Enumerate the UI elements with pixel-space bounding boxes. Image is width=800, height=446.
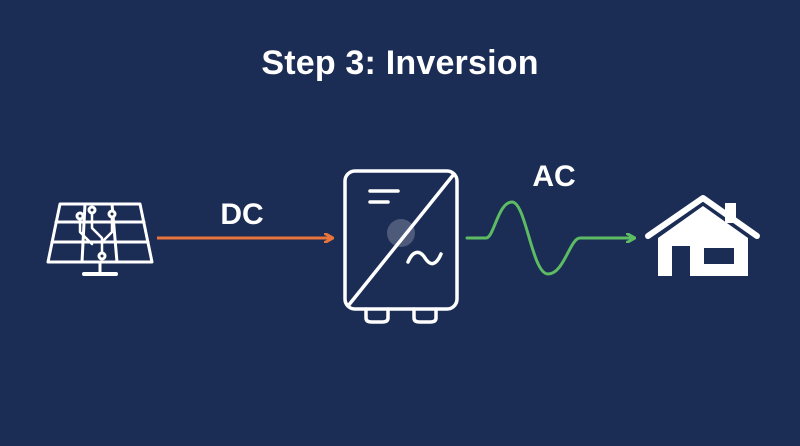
house-icon (645, 195, 760, 276)
solar-panel-icon (46, 202, 154, 276)
inverter-icon (343, 169, 459, 324)
ac-wave-arrow (465, 200, 634, 276)
dc-label: DC (220, 198, 263, 231)
ac-label: AC (532, 160, 575, 193)
diagram-title: Step 3: Inversion (261, 44, 539, 82)
